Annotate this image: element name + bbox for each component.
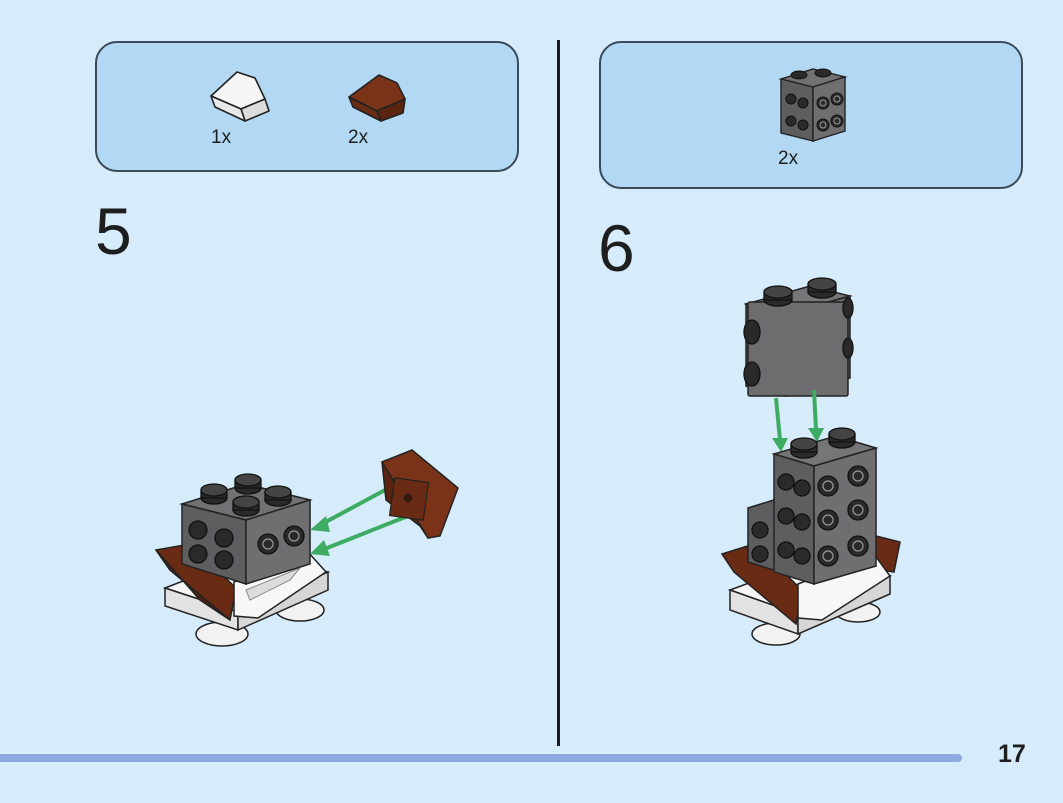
step-6-model-illustration	[720, 277, 901, 646]
step-5-model-illustration	[154, 449, 459, 647]
brown-slope-brick-icon	[348, 74, 406, 122]
part-quantity: 2x	[778, 148, 799, 169]
page-number: 17	[998, 740, 1026, 768]
white-slope-brick-icon	[210, 71, 270, 122]
part-quantity: 2x	[348, 127, 369, 148]
part-quantity: 1x	[211, 127, 232, 148]
parts-callout-step-6: 2x	[599, 41, 1023, 189]
footer-bar	[0, 754, 962, 762]
column-divider	[557, 40, 560, 746]
step-number: 5	[95, 194, 132, 268]
dark-gray-brick-with-side-studs-icon	[778, 68, 848, 142]
step-number: 6	[598, 211, 635, 285]
parts-callout-step-5: 1x 2x	[95, 41, 519, 172]
